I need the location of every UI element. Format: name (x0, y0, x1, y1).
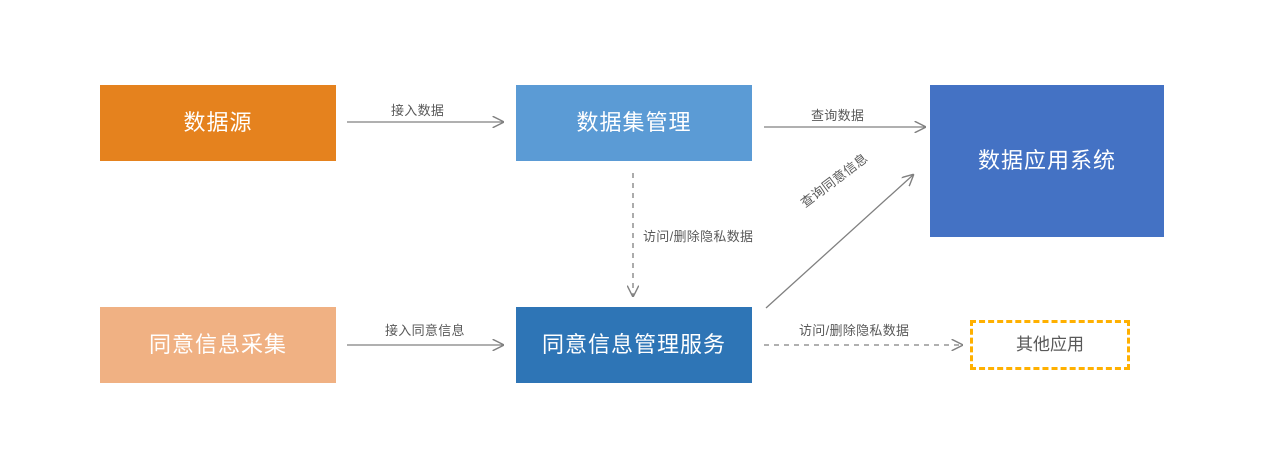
node-other-applications-label: 其他应用 (1016, 334, 1084, 354)
node-datasource[interactable]: 数据源 (100, 85, 336, 161)
edge-label-access-delete-private-data-bottom: 访问/删除隐私数据 (799, 323, 910, 338)
node-datasource-label: 数据源 (183, 109, 253, 135)
edge-label-access-delete-private-data-mid: 访问/删除隐私数据 (643, 229, 754, 244)
node-data-application-system[interactable]: 数据应用系统 (930, 85, 1164, 237)
edge-label-query-consent-info: 查询同意信息 (797, 150, 871, 211)
edge-query-consent-line (765, 175, 913, 309)
node-other-applications[interactable]: 其他应用 (970, 320, 1130, 370)
node-consent-collection[interactable]: 同意信息采集 (100, 307, 336, 383)
edge-label-ingest-data: 接入数据 (391, 103, 445, 118)
node-consent-management-service-label: 同意信息管理服务 (541, 331, 726, 357)
node-consent-management-service[interactable]: 同意信息管理服务 (516, 307, 752, 383)
node-consent-collection-label: 同意信息采集 (148, 331, 287, 357)
node-data-application-system-label: 数据应用系统 (977, 147, 1116, 173)
node-dataset-management[interactable]: 数据集管理 (516, 85, 752, 161)
node-dataset-management-label: 数据集管理 (576, 109, 692, 135)
edge-label-ingest-consent-info: 接入同意信息 (385, 323, 465, 338)
edge-label-query-data: 查询数据 (811, 108, 865, 123)
